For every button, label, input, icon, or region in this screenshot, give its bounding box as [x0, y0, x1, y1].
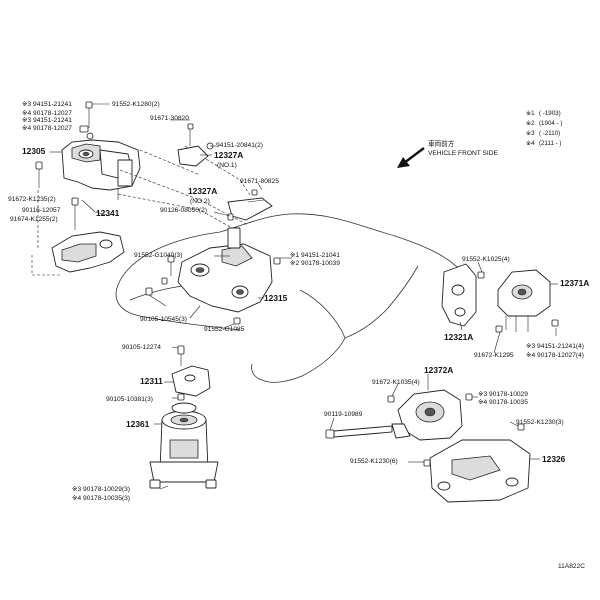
label-l01: ※3 94151-21241 — [22, 101, 72, 108]
label-l22: 12315 — [264, 293, 288, 303]
part-labels: ※3 94151-21241 ※4 90178-12027 ※3 94151-2… — [8, 101, 589, 502]
label-l11: 91672-K1235(2) — [8, 196, 56, 203]
label-l39: ※3 90178-10029 — [478, 391, 528, 398]
bracket-12321A — [441, 263, 485, 327]
label-l16: (NO.2) — [190, 198, 210, 205]
label-l31: 91552-K1025(4) — [462, 256, 510, 263]
label-l12: 90116-12057 — [22, 207, 61, 214]
engine-outline — [115, 213, 463, 383]
orientation-en-label: VEHICLE FRONT SIDE — [428, 150, 498, 157]
label-l10: 12305 — [22, 146, 46, 156]
label-l42: 91552-K1230(3) — [516, 419, 564, 426]
orientation-jp-label: 車両前方 — [428, 139, 455, 148]
label-l41: 90119-10989 — [324, 411, 363, 418]
legend-text-2: (1904 - ) — [539, 120, 562, 127]
long-bolt-90119-10989 — [325, 425, 393, 439]
label-l44: 12326 — [542, 454, 566, 464]
bracket-12327A-no1 — [177, 123, 214, 167]
legend-mark-4: ※4 — [526, 140, 535, 147]
legend: ※1 ( -1903) ※2 (1904 - ) ※3 ( -2110) ※4 … — [526, 110, 562, 147]
label-l27: 90105-10381(3) — [106, 396, 153, 403]
bracket-12341 — [51, 231, 125, 273]
label-l03: ※3 94151-21241 — [22, 117, 72, 124]
mount-12371A — [495, 269, 559, 333]
leader-lines — [50, 103, 558, 490]
bolt-group-top-left — [35, 101, 119, 230]
label-l05: 91552-K1280(2) — [112, 101, 160, 108]
label-l04: ※4 90178-12027 — [22, 125, 72, 132]
label-l37: 12372A — [424, 365, 453, 375]
label-l38: 91672-K1035(4) — [372, 379, 420, 386]
label-l32: 12371A — [560, 278, 589, 288]
mount-12372A — [387, 389, 473, 441]
label-l34: 91672-K1295 — [474, 352, 514, 359]
label-l19: 91552-G1040(3) — [134, 252, 182, 259]
label-l24: 91552-G1085 — [204, 326, 245, 333]
diagram-id: 11A822C — [558, 563, 585, 570]
label-l14: 12341 — [96, 208, 120, 218]
label-l28: 12361 — [126, 419, 150, 429]
label-l08: 12327A — [214, 150, 243, 160]
label-l07: 94151-20841(2) — [216, 142, 263, 149]
legend-mark-1: ※1 — [526, 110, 535, 117]
label-l33: 12321A — [444, 332, 473, 342]
label-l15: 12327A — [188, 186, 217, 196]
label-l30: ※4 90178-10035(3) — [72, 495, 130, 502]
legend-mark-3: ※3 — [526, 130, 535, 137]
label-l13: 91674-K1255(2) — [10, 216, 58, 223]
bracket-12315 — [177, 227, 273, 313]
label-l40: ※4 90178-10035 — [478, 399, 528, 406]
label-l06: 91671-30820 — [150, 115, 189, 122]
bracket-12326 — [423, 423, 531, 503]
label-l17: 90126-08050(2) — [160, 207, 207, 214]
bracket-12327A-no2 — [227, 189, 273, 221]
label-l23: 90105-10545(3) — [140, 316, 187, 323]
label-l36: ※4 90178-12027(4) — [526, 352, 584, 359]
label-l21: ※2 90178-10039 — [290, 260, 340, 267]
label-l35: ※3 94151-21241(4) — [526, 343, 584, 350]
label-l20: ※1 94151-21041 — [290, 252, 340, 259]
label-l43: 91552-K1230(6) — [350, 458, 398, 465]
label-l09: (NO.1) — [217, 162, 237, 169]
label-l29: ※3 90178-10029(3) — [72, 486, 130, 493]
bolt-group-12315 — [145, 255, 281, 325]
label-l18: 91671-80825 — [240, 178, 279, 185]
bracket-12311 — [171, 345, 211, 401]
legend-mark-2: ※2 — [526, 120, 535, 127]
legend-text-4: (2111 - ) — [539, 140, 561, 147]
label-l26: 12311 — [140, 376, 163, 386]
bracket-12305 — [61, 139, 141, 191]
legend-text-1: ( -1903) — [539, 110, 561, 117]
mount-12361 — [149, 402, 219, 489]
label-l25: 90105-12274 — [122, 344, 161, 351]
label-l02: ※4 90178-12027 — [22, 110, 72, 117]
vehicle-front-arrow-icon — [397, 147, 425, 168]
legend-text-3: ( -2110) — [539, 130, 560, 137]
